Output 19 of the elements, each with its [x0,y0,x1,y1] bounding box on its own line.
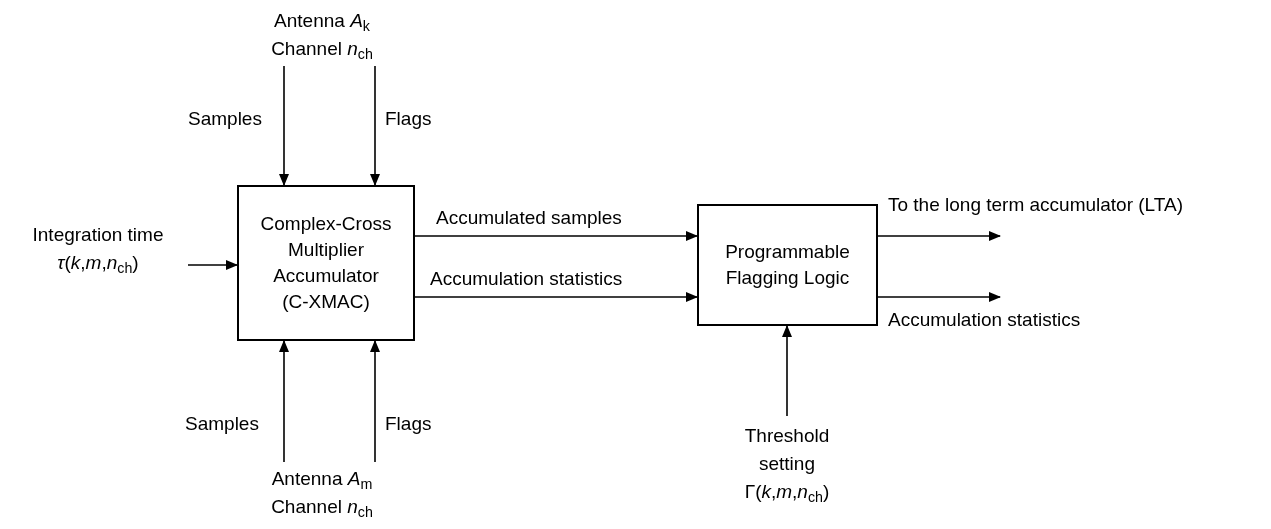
input-label: Antenna A$_{k}$ [274,9,370,35]
input-label: Channel n$_{ch}$ [271,37,373,63]
input-label: Antenna A$_{m}$ [271,467,373,493]
arrow [782,325,792,417]
arrow [279,340,289,463]
input-label: Integration time [32,223,164,247]
arrow [877,292,1001,302]
process-box: Programmable Flagging Logic [697,204,878,326]
process-box: Complex-Cross Multiplier Accumulator (C-XMAC) [237,185,415,341]
input-label: Γ(k,m,n$_{ch}$) [744,480,830,506]
input-label: Channel n$_{ch}$ [271,495,373,521]
input-label: τ(k,m,n$_{ch}$) [57,251,139,277]
arrow [414,292,698,302]
arrow [187,260,238,270]
arrow [877,231,1001,241]
arrow [370,340,380,463]
arrow [414,231,698,241]
arrow [279,65,289,186]
arrow [370,65,380,186]
